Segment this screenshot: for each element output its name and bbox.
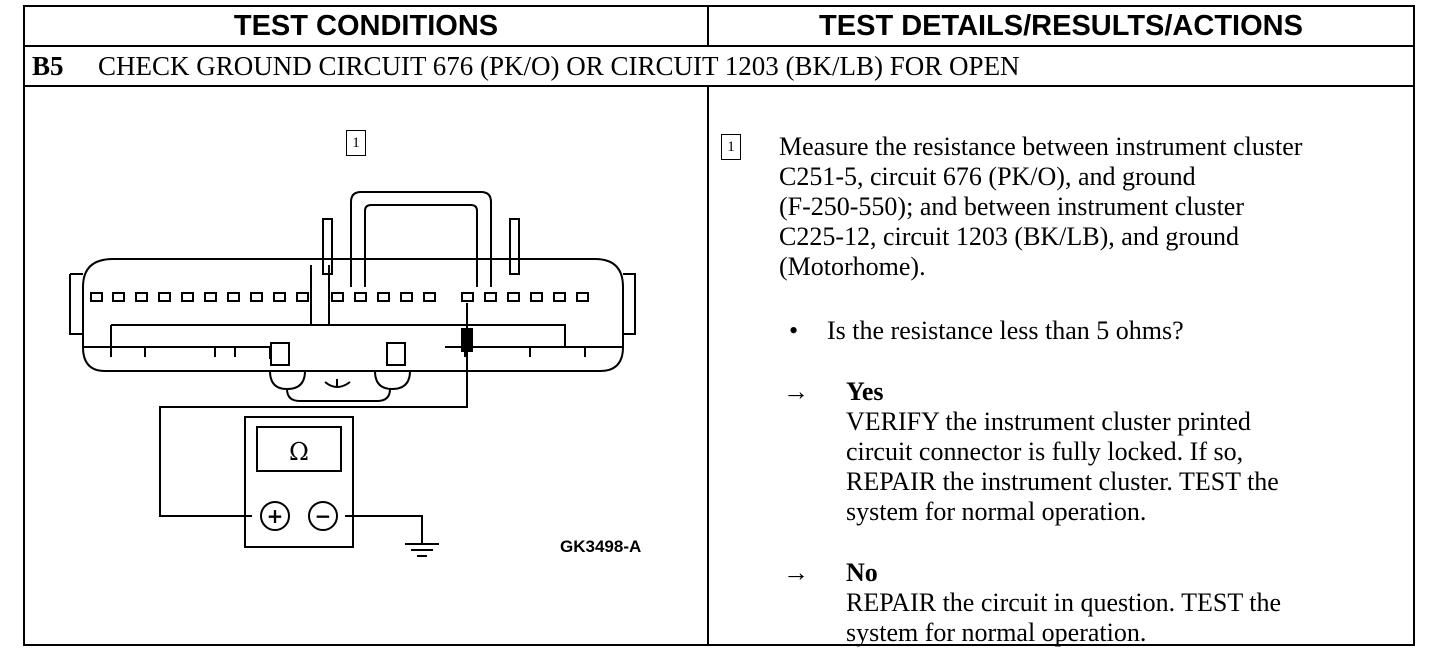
measure-line: Measure the resistance between instrumen… bbox=[779, 132, 1303, 161]
question-item: • Is the resistance less than 5 ohms? bbox=[789, 316, 1184, 346]
ohmmeter-icon bbox=[244, 416, 354, 548]
body-column-divider bbox=[707, 85, 709, 644]
step-id: B5 bbox=[32, 50, 64, 81]
connector-ohmmeter-diagram: Ω + − bbox=[69, 191, 636, 557]
no-label: No bbox=[846, 558, 878, 587]
measure-instruction: Measure the resistance between instrumen… bbox=[779, 132, 1399, 282]
yes-action-line: VERIFY the instrument cluster printed bbox=[846, 407, 1251, 436]
measure-line: (Motorhome). bbox=[779, 252, 926, 281]
test-conditions-panel: 1 bbox=[25, 89, 707, 644]
no-action: REPAIR the circuit in question. TEST the… bbox=[846, 588, 1281, 648]
negative-terminal: − bbox=[315, 504, 332, 528]
diagnostic-test-table: TEST CONDITIONS TEST DETAILS/RESULTS/ACT… bbox=[23, 5, 1415, 647]
test-details-panel: 1 Measure the resistance between instrum… bbox=[709, 89, 1413, 647]
no-action-line: REPAIR the circuit in question. TEST the bbox=[846, 588, 1282, 617]
question-text: Is the resistance less than 5 ohms? bbox=[827, 316, 1184, 345]
step-title: CHECK GROUND CIRCUIT 676 (PK/O) OR CIRCU… bbox=[98, 50, 1020, 81]
header-divider bbox=[25, 45, 1413, 47]
ground-symbol-icon bbox=[405, 543, 439, 557]
yes-action-line: system for normal operation. bbox=[846, 497, 1147, 526]
no-arrow-icon: → bbox=[783, 558, 809, 587]
step-row: B5 CHECK GROUND CIRCUIT 676 (PK/O) OR CI… bbox=[25, 47, 1413, 85]
positive-terminal: + bbox=[267, 504, 284, 528]
bullet-icon: • bbox=[789, 316, 799, 345]
yes-label: Yes bbox=[846, 377, 884, 406]
details-step-marker: 1 bbox=[721, 134, 741, 160]
step-divider bbox=[25, 85, 1413, 87]
header-test-details: TEST DETAILS/RESULTS/ACTIONS bbox=[819, 9, 1303, 42]
yes-action-line: REPAIR the instrument cluster. TEST the bbox=[846, 467, 1279, 496]
yes-action: VERIFY the instrument cluster printed ci… bbox=[846, 407, 1279, 527]
measure-line: (F-250-550); and between instrument clus… bbox=[779, 192, 1244, 221]
connector-icon bbox=[69, 191, 636, 402]
measure-line: C251-5, circuit 676 (PK/O), and ground bbox=[779, 162, 1196, 191]
yes-arrow-icon: → bbox=[783, 377, 809, 406]
no-action-line: system for normal operation. bbox=[846, 618, 1147, 647]
header-test-conditions: TEST CONDITIONS bbox=[233, 9, 499, 42]
ohm-symbol: Ω bbox=[289, 438, 309, 466]
yes-action-line: circuit connector is fully locked. If so… bbox=[846, 437, 1244, 466]
figure-step-marker: 1 bbox=[346, 130, 366, 156]
figure-label: GK3498-A bbox=[560, 537, 642, 556]
measure-line: C225-12, circuit 1203 (BK/LB), and groun… bbox=[779, 222, 1239, 251]
header-column-divider bbox=[707, 7, 709, 45]
